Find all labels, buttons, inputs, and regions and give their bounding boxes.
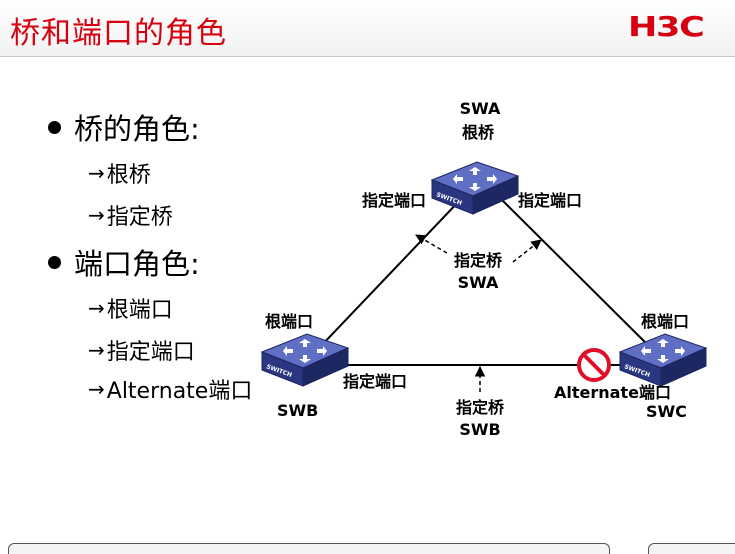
sub-item-label: 指定端口 bbox=[106, 340, 195, 365]
bottom-frame-right bbox=[648, 543, 735, 554]
swc-name-label: SWC bbox=[646, 402, 687, 421]
sub-item-alternate-port: → Alternate端口 bbox=[88, 373, 252, 405]
swc-alternate-port-label: Alternate端口 bbox=[554, 383, 671, 402]
swb-root-port-label: 根端口 bbox=[265, 312, 313, 331]
sub-item-label: Alternate端口 bbox=[106, 379, 253, 404]
designated-bridge-name-top: SWA bbox=[458, 273, 499, 292]
designated-bridge-label-top: 指定桥 bbox=[454, 251, 503, 270]
sub-item-designated-port: → 指定端口 bbox=[88, 334, 195, 366]
sub-item-designated-bridge: → 指定桥 bbox=[88, 199, 173, 231]
arrow-right-icon: → bbox=[88, 338, 105, 362]
bullet-dot-icon bbox=[48, 120, 61, 134]
designated-bridge-label-bottom: 指定桥 bbox=[456, 398, 505, 417]
bullet-dot-icon bbox=[48, 255, 61, 269]
link-swa-swc bbox=[499, 197, 666, 363]
page-title: 桥和端口的角色 bbox=[10, 16, 227, 51]
bullet-label: 桥的角色: bbox=[74, 112, 200, 146]
switch-swa-icon: SWITCH bbox=[430, 161, 520, 215]
swc-root-port-label: 根端口 bbox=[641, 312, 689, 331]
arrow-right-icon: → bbox=[88, 203, 105, 227]
sub-item-root-bridge: → 根桥 bbox=[88, 157, 151, 189]
bottom-frame bbox=[0, 541, 735, 554]
swa-left-port-label: 指定端口 bbox=[362, 191, 426, 210]
swa-name-label: SWA bbox=[460, 99, 501, 118]
no-entry-icon bbox=[577, 348, 611, 382]
bullet-label: 端口角色: bbox=[74, 247, 200, 281]
switch-swb-icon: SWITCH bbox=[260, 333, 350, 387]
swb-designated-port-label: 指定端口 bbox=[343, 372, 407, 391]
designated-arrow-right bbox=[512, 239, 542, 263]
sub-item-label: 根桥 bbox=[106, 163, 151, 188]
arrow-right-icon: → bbox=[88, 377, 105, 401]
sub-item-root-port: → 根端口 bbox=[88, 292, 173, 324]
swa-right-port-label: 指定端口 bbox=[518, 191, 582, 210]
sub-item-label: 根端口 bbox=[106, 298, 173, 323]
arrow-right-icon: → bbox=[88, 161, 105, 185]
designated-arrow-left bbox=[415, 234, 448, 254]
switch-swc-icon: SWITCH bbox=[618, 333, 708, 387]
link-swa-swb bbox=[299, 197, 463, 369]
title-bar: 桥和端口的角色 H3C bbox=[0, 0, 735, 57]
sub-item-label: 指定桥 bbox=[106, 205, 173, 230]
bullet-bridge-roles: 桥的角色: bbox=[48, 106, 200, 148]
designated-bridge-name-bottom: SWB bbox=[459, 420, 500, 439]
swa-role-label: 根桥 bbox=[462, 123, 495, 142]
bottom-frame-left bbox=[8, 543, 610, 554]
bullet-port-roles: 端口角色: bbox=[48, 241, 200, 283]
h3c-logo: H3C bbox=[628, 10, 705, 43]
arrow-right-icon: → bbox=[88, 296, 105, 320]
swb-name-label: SWB bbox=[277, 401, 318, 420]
